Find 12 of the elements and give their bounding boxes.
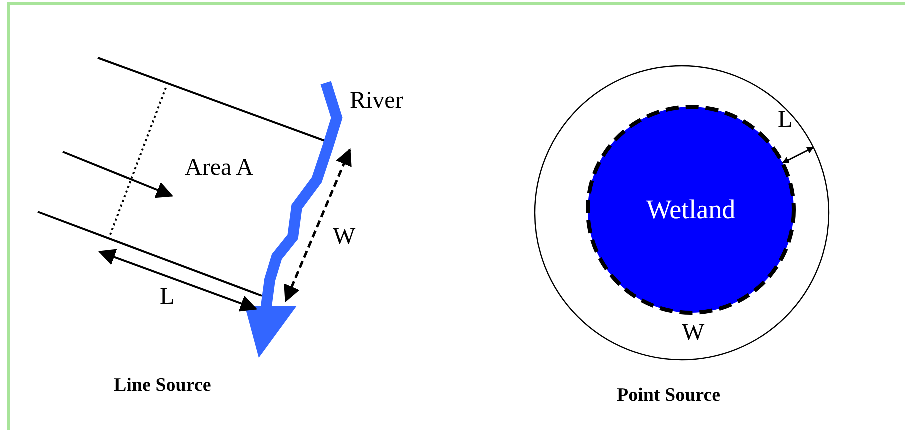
caption: Line Source <box>114 376 212 396</box>
node-label: Wetland <box>645 194 737 226</box>
caption: Point Source <box>617 386 721 406</box>
width-label: W <box>682 321 705 346</box>
length-label: L <box>778 108 793 134</box>
double-arrow <box>782 146 814 164</box>
river-label: River <box>350 89 404 114</box>
buffer-circle <box>534 65 830 361</box>
wetland-circle <box>587 106 795 314</box>
width-label: W <box>333 225 356 250</box>
length-label: L <box>160 285 175 310</box>
area-label: Area A <box>185 154 255 183</box>
